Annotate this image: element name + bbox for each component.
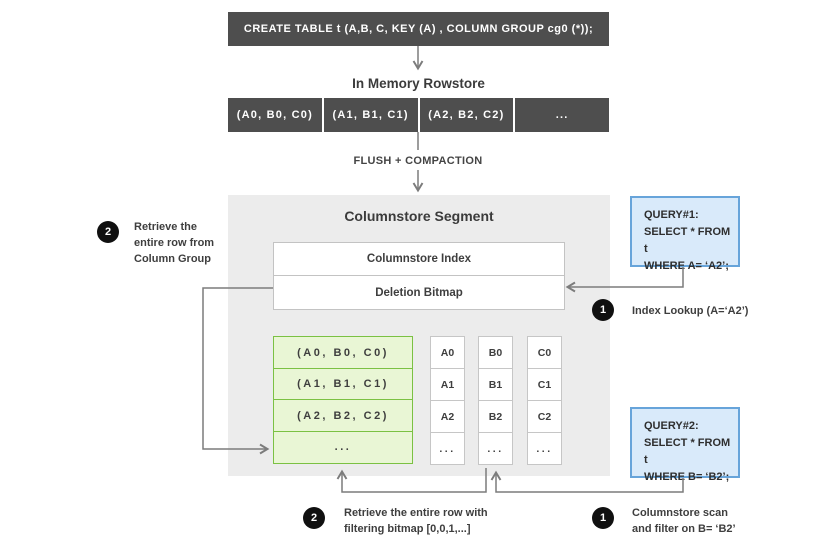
callout-line: Columnstore scan [632, 507, 728, 519]
index-bitmap-box: Columnstore Index Deletion Bitmap [273, 242, 565, 310]
step-1-badge: 1 [592, 507, 614, 529]
retrieve-row-bitmap-label: Retrieve the entire row with filtering b… [344, 505, 544, 537]
column-cell: B2 [478, 400, 513, 433]
columnstore-scan-label: Columnstore scan and filter on B= ‘B2’ [632, 505, 792, 537]
create-table-box: CREATE TABLE t (A,B, C, KEY (A) , COLUMN… [228, 12, 609, 46]
column-cell: C2 [527, 400, 562, 433]
query1-line: SELECT * FROM t [644, 226, 731, 255]
query1-title: QUERY#1: [644, 209, 699, 221]
rowstore-cell-ellipsis: ... [515, 98, 609, 132]
deletion-bitmap-row: Deletion Bitmap [375, 286, 463, 299]
query2-line: SELECT * FROM t [644, 437, 731, 466]
column-group: (A0, B0, C0) (A1, B1, C1) (A2, B2, C2) .… [273, 336, 413, 464]
callout-line: Column Group [134, 253, 211, 265]
columnstore-segment-title: Columnstore Segment [344, 208, 494, 224]
column-group-row: (A1, B1, C1) [273, 367, 413, 401]
column-cell: B1 [478, 368, 513, 401]
step-1-badge: 1 [592, 299, 614, 321]
column-b: B0 B1 B2 ... [478, 336, 513, 465]
column-cell: C1 [527, 368, 562, 401]
callout-line: filtering bitmap [0,0,1,...] [344, 523, 471, 535]
rowstore-title: In Memory Rowstore [352, 76, 485, 91]
column-cell: C0 [527, 336, 562, 369]
query2-line: WHERE B= ‘B2’; [644, 471, 730, 483]
columnstore-index-row: Columnstore Index [274, 243, 564, 276]
callout-line: Retrieve the [134, 221, 197, 233]
create-table-sql: CREATE TABLE t (A,B, C, KEY (A) , COLUMN… [243, 23, 594, 35]
column-group-row: (A0, B0, C0) [273, 336, 413, 369]
column-cell: A1 [430, 368, 465, 401]
query1-line: WHERE A= ‘A2’; [644, 260, 729, 272]
column-c: C0 C1 C2 ... [527, 336, 562, 465]
callout-line: Retrieve the entire row with [344, 507, 488, 519]
step-2-badge: 2 [303, 507, 325, 529]
column-cell-ellipsis: ... [430, 432, 465, 465]
flush-compaction-label: FLUSH + COMPACTION [353, 155, 483, 167]
column-cell: B0 [478, 336, 513, 369]
rowstore-cell: (A0, B0, C0) [228, 98, 322, 132]
column-group-row-ellipsis: ... [273, 430, 413, 464]
column-cell: A2 [430, 400, 465, 433]
callout-line: entire row from [134, 237, 215, 249]
rowstore-cell: (A2, B2, C2) [419, 98, 514, 132]
step-2-badge: 2 [97, 221, 119, 243]
rowstore-bar: (A0, B0, C0) (A1, B1, C1) (A2, B2, C2) .… [228, 98, 609, 132]
column-cell-ellipsis: ... [527, 432, 562, 465]
callout-line: and filter on B= ‘B2’ [632, 523, 736, 535]
query1-box: QUERY#1: SELECT * FROM t WHERE A= ‘A2’; [630, 196, 740, 272]
column-a: A0 A1 A2 ... [430, 336, 465, 465]
retrieve-row-group-label: Retrieve the entire row from Column Grou… [134, 219, 254, 267]
query2-title: QUERY#2: [644, 420, 699, 432]
index-lookup-label: Index Lookup (A=‘A2’) [632, 305, 749, 317]
rowstore-cell: (A1, B1, C1) [323, 98, 418, 132]
column-cell: A0 [430, 336, 465, 369]
query2-box: QUERY#2: SELECT * FROM t WHERE B= ‘B2’; [630, 407, 740, 483]
column-cell-ellipsis: ... [478, 432, 513, 465]
column-group-row: (A2, B2, C2) [273, 399, 413, 432]
